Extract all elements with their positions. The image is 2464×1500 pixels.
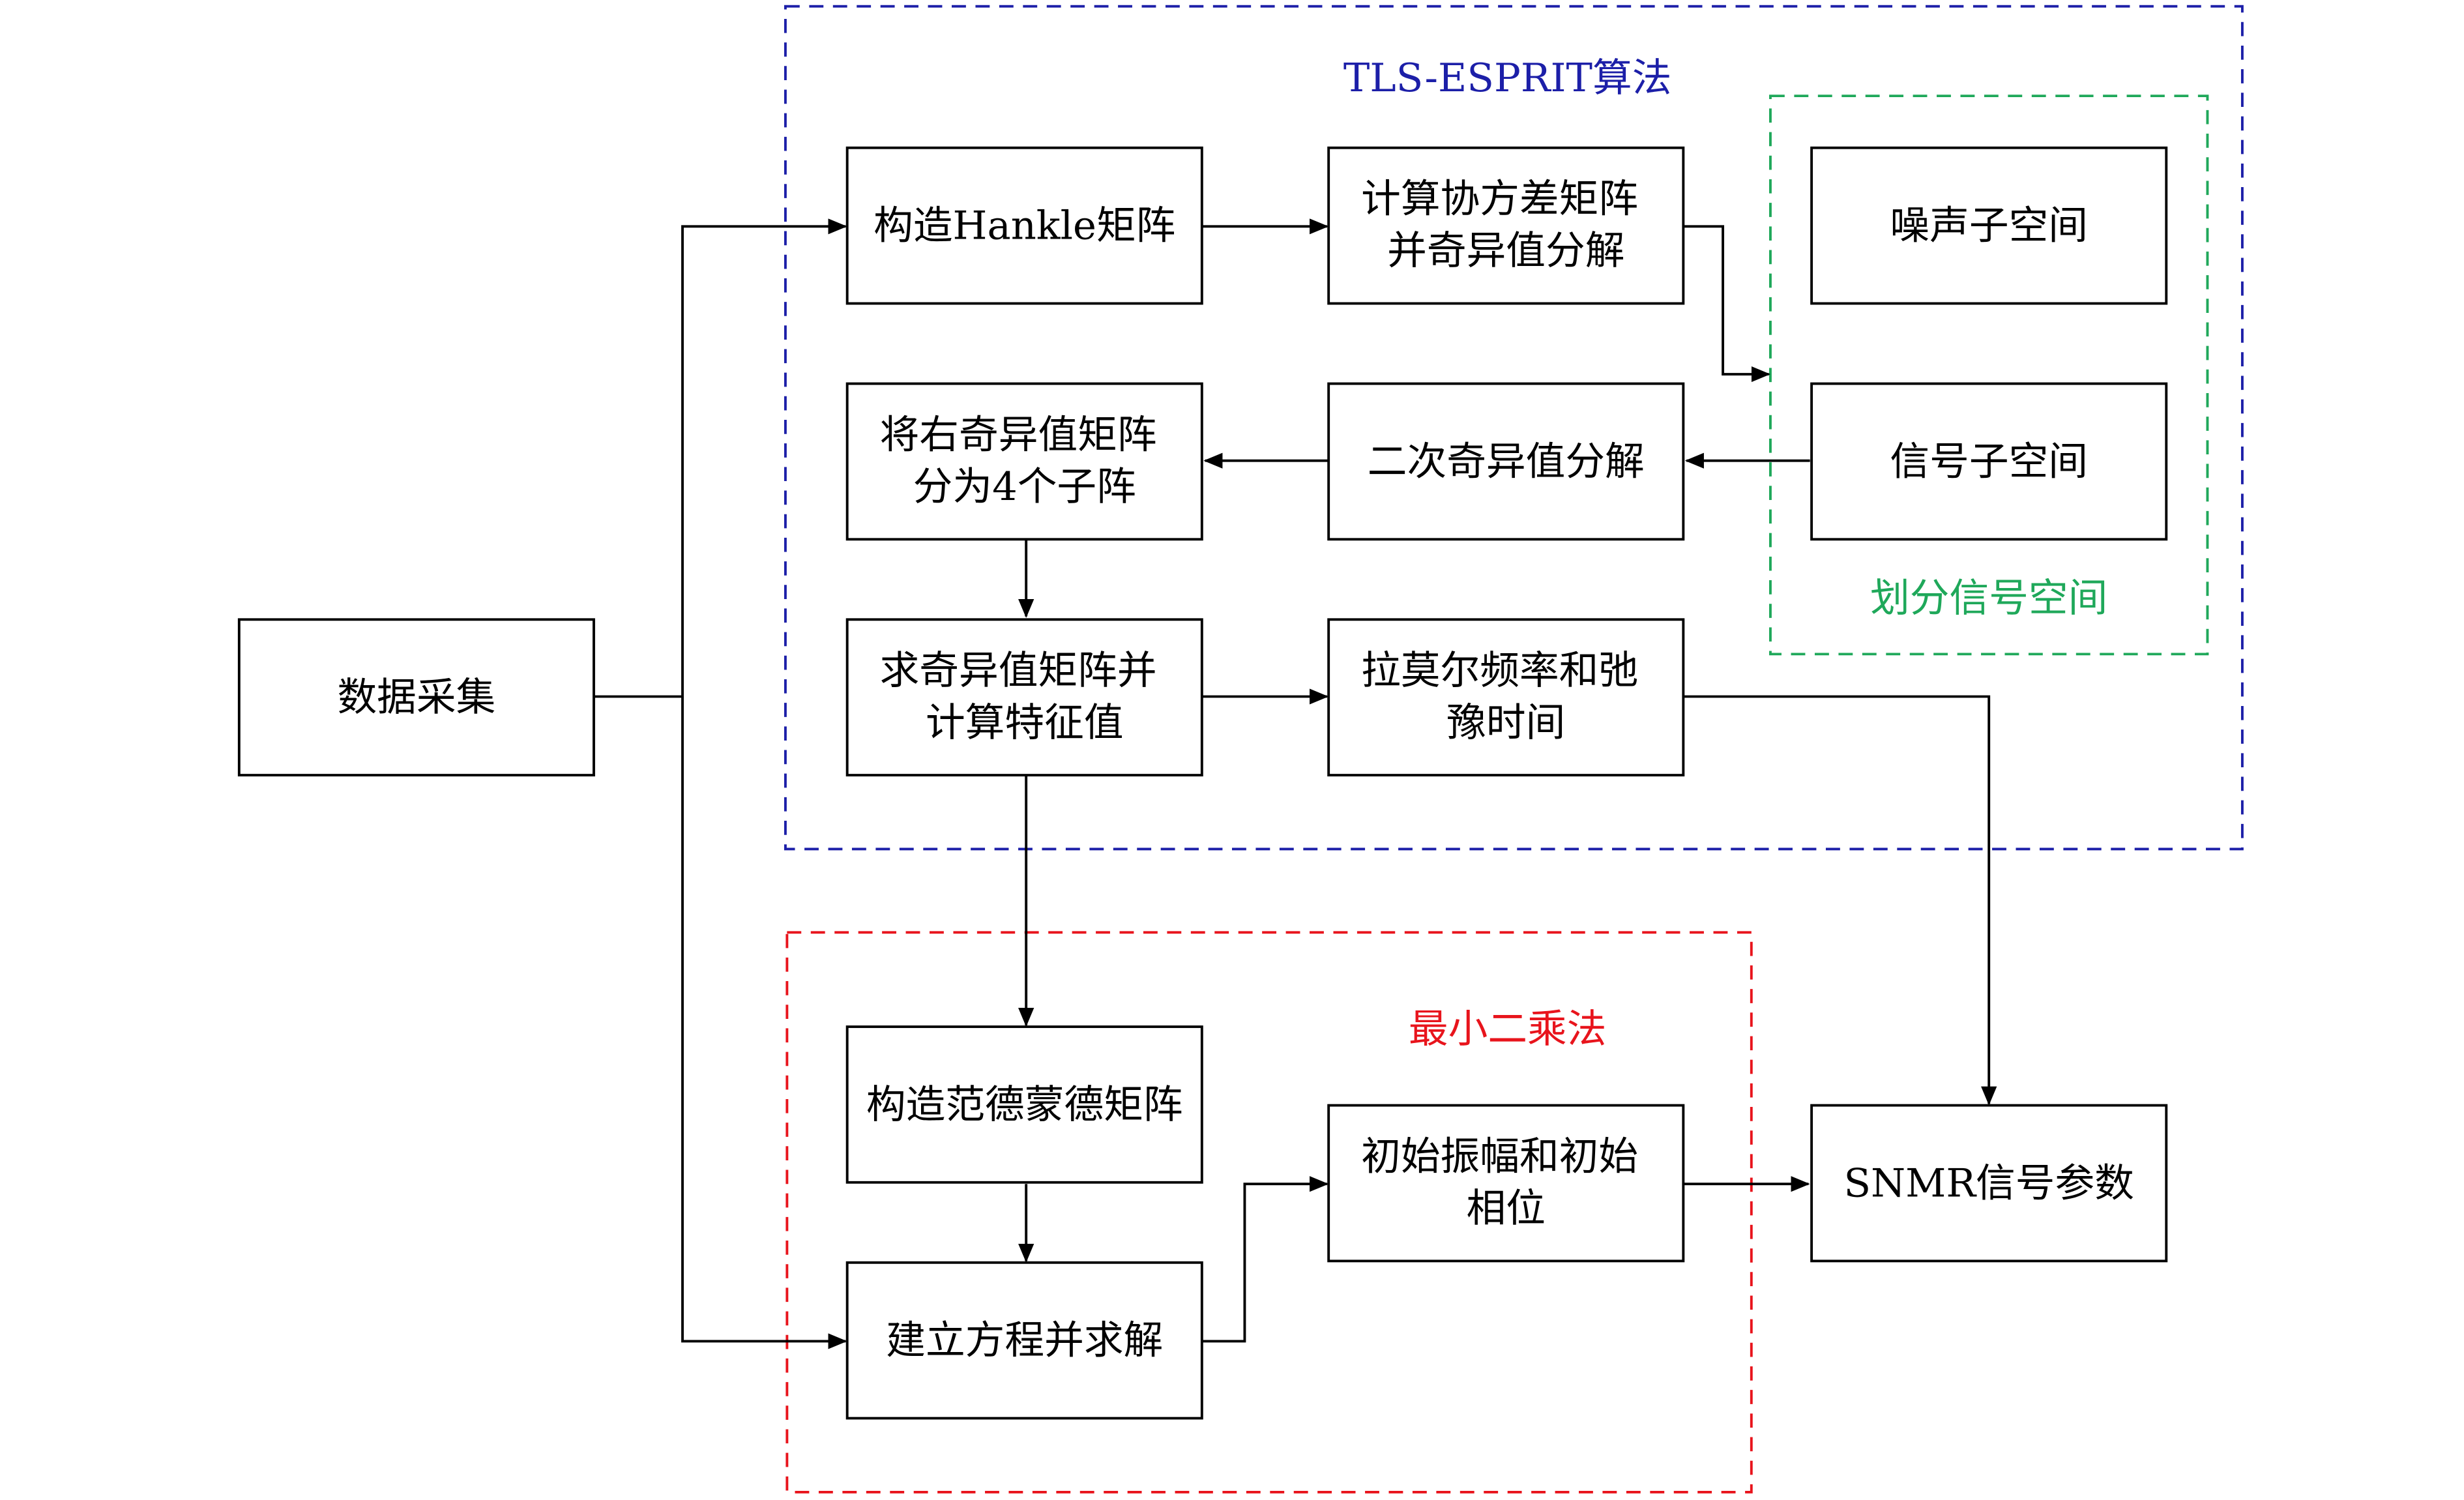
initial-amp-phase-label: 初始振幅和初始 相位	[1361, 1134, 1650, 1231]
edge-equations-to-amp-phase	[1201, 1176, 1329, 1343]
second-svd-label: 二次奇异值分解	[1368, 439, 1645, 485]
build-hankle-box: 构造Hankle矩阵	[845, 146, 1203, 305]
split-right-matrix-label-line2: 分为4个子阵	[913, 464, 1136, 510]
signal-subspace-label: 信号子空间	[1890, 439, 2088, 485]
data-acquisition-label: 数据采集	[337, 675, 495, 720]
larmor-relaxation-label-line1: 拉莫尔频率和弛	[1361, 648, 1638, 694]
solve-equations-box: 建立方程并求解	[845, 1261, 1203, 1420]
least-squares-region-frame	[785, 931, 1753, 1493]
eigenvalues-label: 求奇异值矩阵并 计算特征值	[880, 648, 1169, 745]
build-vandermonde-label: 构造范德蒙德矩阵	[866, 1082, 1183, 1128]
split-right-matrix-label: 将右奇异值矩阵 分为4个子阵	[880, 413, 1169, 510]
second-svd-box: 二次奇异值分解	[1327, 382, 1685, 541]
initial-amp-phase-label-line2: 相位	[1467, 1186, 1546, 1231]
larmor-relaxation-box: 拉莫尔频率和弛 豫时间	[1327, 618, 1685, 777]
split-right-matrix-label-line1: 将右奇异值矩阵	[880, 413, 1157, 458]
build-hankle-label: 构造Hankle矩阵	[873, 203, 1175, 249]
solve-equations-label: 建立方程并求解	[886, 1318, 1163, 1364]
eigenvalues-label-line1: 求奇异值矩阵并	[880, 648, 1157, 694]
signal-space-region-title: 划分信号空间	[1870, 576, 2107, 621]
covariance-svd-label-line2: 并奇异值分解	[1387, 228, 1624, 274]
covariance-svd-box: 计算协方差矩阵 并奇异值分解	[1327, 146, 1685, 305]
covariance-svd-label: 计算协方差矩阵 并奇异值分解	[1361, 177, 1650, 274]
noise-subspace-box: 噪声子空间	[1810, 146, 2168, 305]
initial-amp-phase-box: 初始振幅和初始 相位	[1327, 1104, 1685, 1263]
snmr-parameters-box: SNMR信号参数	[1810, 1104, 2168, 1263]
larmor-relaxation-label: 拉莫尔频率和弛 豫时间	[1361, 648, 1650, 745]
least-squares-region-title: 最小二乘法	[1409, 1007, 1607, 1052]
edge-larmor-to-snmr	[1683, 695, 1997, 1106]
edge-acquisition-to-hankle	[593, 218, 847, 698]
signal-subspace-box: 信号子空间	[1810, 382, 2168, 541]
initial-amp-phase-label-line1: 初始振幅和初始	[1361, 1134, 1638, 1180]
larmor-relaxation-label-line2: 豫时间	[1446, 700, 1565, 746]
tls-esprit-region-title: TLS-ESPRIT算法	[1343, 55, 1672, 101]
split-right-matrix-box: 将右奇异值矩阵 分为4个子阵	[845, 382, 1203, 541]
data-acquisition-box: 数据采集	[237, 618, 595, 777]
eigenvalues-box: 求奇异值矩阵并 计算特征值	[845, 618, 1203, 777]
covariance-svd-label-line1: 计算协方差矩阵	[1361, 177, 1638, 222]
edge-covariance-to-signal-space	[1683, 225, 1770, 383]
build-vandermonde-box: 构造范德蒙德矩阵	[845, 1025, 1203, 1184]
tls-esprit-region-frame	[784, 5, 2244, 851]
noise-subspace-label: 噪声子空间	[1890, 203, 2088, 249]
snmr-parameters-label: SNMR信号参数	[1843, 1161, 2134, 1207]
edge-acquisition-to-equations	[681, 696, 847, 1349]
eigenvalues-label-line2: 计算特征值	[926, 700, 1124, 746]
